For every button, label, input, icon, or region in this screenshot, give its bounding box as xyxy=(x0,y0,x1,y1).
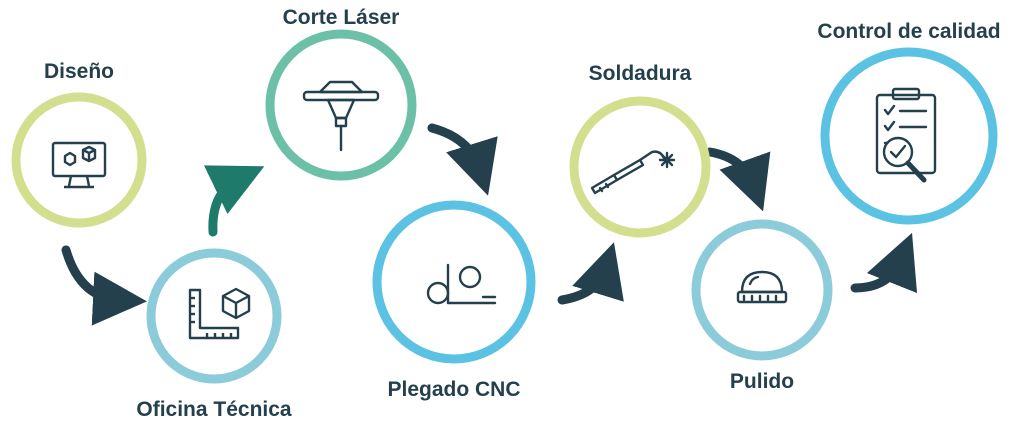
checklist-magnifier-icon xyxy=(875,87,937,183)
monitor-3d-icon xyxy=(51,141,107,189)
step-pulido xyxy=(691,219,833,361)
step-diseno xyxy=(11,92,147,228)
arrow-corte-to-plegado xyxy=(427,123,498,196)
step-plegado-cnc xyxy=(372,200,536,364)
label-soldadura: Soldadura xyxy=(588,62,692,85)
step-control-calidad xyxy=(820,47,998,225)
arrow-plegado-to-soldadura xyxy=(557,242,624,305)
welding-torch-icon xyxy=(590,150,676,195)
label-plegado-cnc: Plegado CNC xyxy=(387,378,521,401)
arrow-oficina-to-corte xyxy=(203,165,265,237)
label-corte-laser: Corte Láser xyxy=(282,6,400,29)
label-diseno: Diseño xyxy=(43,60,115,83)
label-control-calidad: Control de calidad xyxy=(817,20,1001,43)
label-pulido: Pulido xyxy=(729,370,795,393)
spark-icon xyxy=(658,151,676,169)
arrow-soldadura-to-pulido xyxy=(705,147,771,212)
label-oficina-tecnica: Oficina Técnica xyxy=(136,398,292,421)
step-soldadura xyxy=(569,96,711,238)
step-oficina-tecnica xyxy=(146,248,282,384)
arrow-pulido-to-control xyxy=(850,232,918,294)
polishing-dome-icon xyxy=(736,270,788,304)
arrow-diseno-to-oficina xyxy=(61,245,147,326)
step-corte-laser xyxy=(265,29,417,181)
laser-head-icon xyxy=(302,80,380,152)
ruler-cube-icon xyxy=(188,287,251,340)
bending-rollers-icon xyxy=(426,263,497,305)
